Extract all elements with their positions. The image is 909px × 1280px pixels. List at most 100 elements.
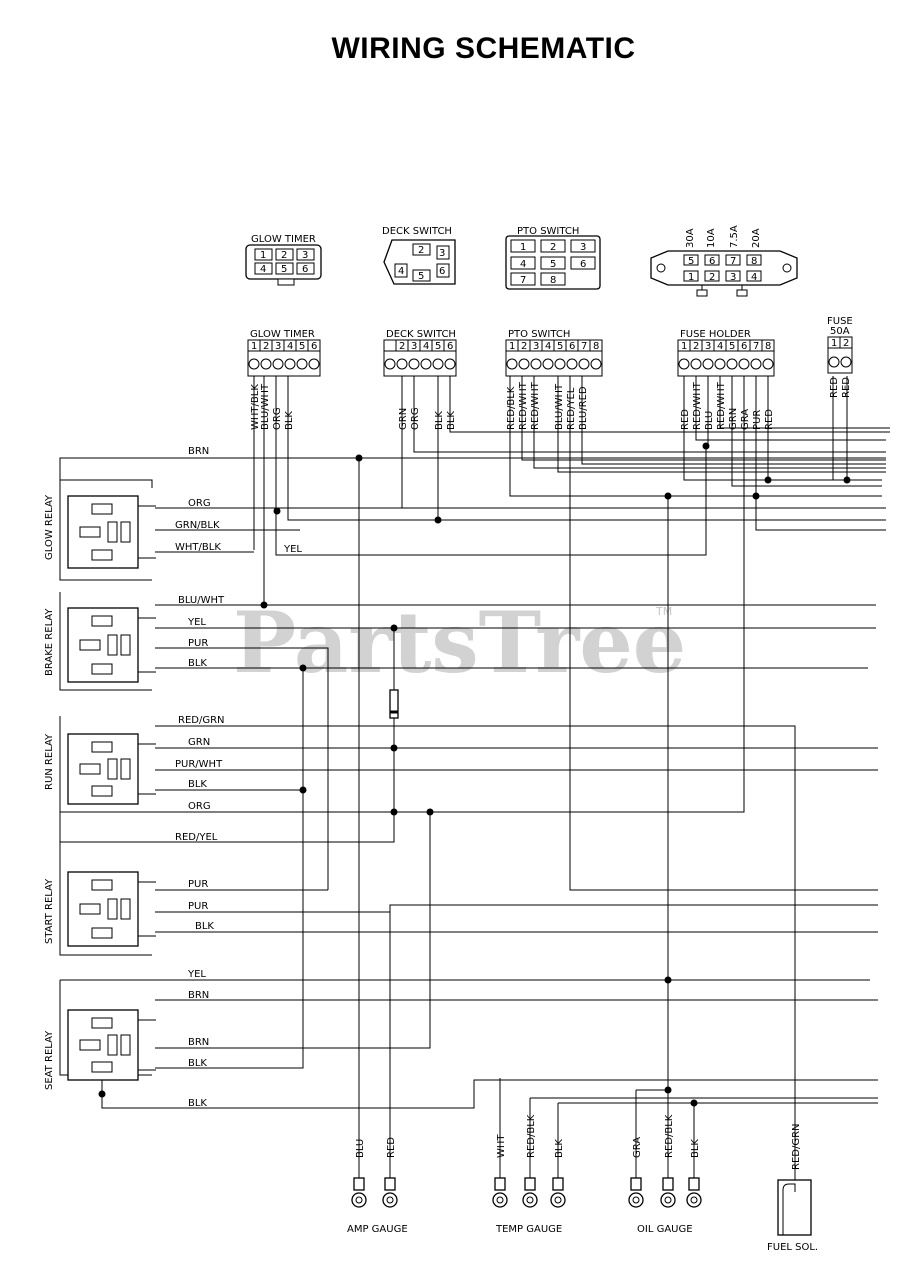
wire-label: PUR bbox=[188, 901, 208, 912]
pin-number: 1 bbox=[681, 341, 687, 352]
pin-number: 7 bbox=[753, 341, 759, 352]
run-relay-label: RUN RELAY bbox=[44, 733, 55, 790]
connector-wire-label: RED/WHT bbox=[518, 381, 529, 430]
fuse-face-pin: 5 bbox=[688, 256, 694, 267]
glow-face-pin: 4 bbox=[260, 264, 266, 275]
pin-number: 6 bbox=[741, 341, 747, 352]
deck-face-pin: 2 bbox=[418, 245, 424, 256]
wire-label: YEL bbox=[187, 617, 206, 628]
pin-number: 2 bbox=[843, 338, 849, 349]
wire-label: GRN bbox=[188, 737, 210, 748]
fuse-face-pin: 2 bbox=[709, 272, 715, 283]
wire-label: ORG bbox=[188, 801, 211, 812]
pin-number: 4 bbox=[287, 341, 293, 352]
pin-number: 2 bbox=[399, 341, 405, 352]
connector-wire-label: BLK bbox=[446, 411, 457, 430]
pto-switch-face: PTO SWITCH 1 2 3 4 5 6 7 8 bbox=[505, 226, 601, 290]
wire-label: PUR bbox=[188, 638, 208, 649]
gauge-wire-label: RED bbox=[386, 1137, 397, 1158]
fuel-solenoid: RED/GRN FUEL SOL. bbox=[767, 1123, 818, 1253]
glow-face-pin: 2 bbox=[281, 250, 287, 261]
watermark-text: PartsTree bbox=[233, 593, 686, 692]
glow-face-pin: 3 bbox=[302, 250, 308, 261]
pto-switch-block-label: PTO SWITCH bbox=[508, 329, 570, 340]
wire-label: WHT/BLK bbox=[175, 542, 221, 553]
wire-label: PUR/WHT bbox=[175, 759, 223, 770]
fuse-face-pin: 6 bbox=[709, 256, 715, 267]
start-relay: START RELAY bbox=[44, 871, 156, 947]
connector-wire-label: BLK bbox=[434, 411, 445, 430]
wire-label: BRN bbox=[188, 1037, 209, 1048]
fuse-rating: 10A bbox=[706, 228, 717, 248]
deck-face-pin: 5 bbox=[418, 271, 424, 282]
connector-wire-label: BLU/WHT bbox=[554, 383, 565, 430]
gauge-wire-label: RED/BLK bbox=[664, 1114, 675, 1158]
gauge-wire-label: BLK bbox=[554, 1139, 565, 1158]
connector-wire-label: RED bbox=[764, 409, 775, 430]
wire-label: BRN bbox=[188, 446, 209, 457]
connector-wire-label: BLU/WHT bbox=[260, 383, 271, 430]
pin-number: 5 bbox=[729, 341, 735, 352]
pin-number: 6 bbox=[447, 341, 453, 352]
deck-face-pin: 6 bbox=[439, 266, 445, 277]
gauge-wire-label: BLK bbox=[690, 1139, 701, 1158]
wire-label: BLU/WHT bbox=[178, 595, 225, 606]
gauge-wire-label: BLU bbox=[355, 1139, 366, 1158]
fuse-rating: 7.5A bbox=[729, 225, 740, 248]
wire-label: PUR bbox=[188, 879, 208, 890]
glow-relay-label: GLOW RELAY bbox=[44, 494, 55, 560]
fuse-holder-block-label: FUSE HOLDER bbox=[680, 329, 751, 340]
pin-number: 5 bbox=[435, 341, 441, 352]
connector-wire-label: BLK bbox=[284, 411, 295, 430]
connector-wire-label: BLU bbox=[704, 411, 715, 430]
pin-number: 3 bbox=[275, 341, 281, 352]
connector-wire-label: RED/BLK bbox=[506, 386, 517, 430]
wire-label: BLK bbox=[188, 779, 207, 790]
amp-gauge: BLU RED AMP GAUGE bbox=[347, 1137, 408, 1235]
pto-face-pin: 7 bbox=[520, 275, 526, 286]
deck-switch-block-label: DECK SWITCH bbox=[386, 329, 456, 340]
pto-face-pin: 5 bbox=[550, 259, 556, 270]
pto-face-pin: 8 bbox=[550, 275, 556, 286]
fuse-holder-face: 30A 10A 7.5A 20A 5 6 7 8 1 2 3 4 bbox=[650, 225, 798, 297]
connector-wire-label: GRA bbox=[740, 409, 751, 430]
glow-face-pin: 1 bbox=[260, 250, 266, 261]
deck-face-pin: 3 bbox=[439, 248, 445, 259]
fuse-face-pin: 4 bbox=[751, 272, 757, 283]
fuse-face-pin: 8 bbox=[751, 256, 757, 267]
connector-wire-label: RED/YEL bbox=[566, 387, 577, 430]
wire-label: GRN/BLK bbox=[175, 520, 220, 531]
fuse-rating-50a: 50A bbox=[830, 326, 850, 337]
wire-network bbox=[59, 376, 890, 1180]
connector-wire-label: RED/WHT bbox=[716, 381, 727, 430]
pin-number: 5 bbox=[557, 341, 563, 352]
fuse-face-pin: 1 bbox=[688, 272, 694, 283]
wire-label: BLK bbox=[188, 658, 207, 669]
pin-number: 1 bbox=[509, 341, 515, 352]
pin-number: 4 bbox=[545, 341, 551, 352]
pto-face-pin: 2 bbox=[550, 242, 556, 253]
brake-relay-label: BRAKE RELAY bbox=[44, 608, 55, 676]
pin-number: 7 bbox=[581, 341, 587, 352]
wire-label: BRN bbox=[188, 990, 209, 1001]
pto-face-pin: 6 bbox=[580, 259, 586, 270]
pin-number: 5 bbox=[299, 341, 305, 352]
wire-label: BLK bbox=[195, 921, 214, 932]
pin-number: 1 bbox=[831, 338, 837, 349]
glow-relay: GLOW RELAY bbox=[44, 494, 156, 569]
pin-number: 3 bbox=[533, 341, 539, 352]
pin-number: 8 bbox=[765, 341, 771, 352]
run-relay: RUN RELAY bbox=[44, 733, 156, 805]
amp-gauge-label: AMP GAUGE bbox=[347, 1224, 408, 1235]
seat-relay: SEAT RELAY bbox=[44, 1009, 156, 1090]
fuse-face-pin: 7 bbox=[730, 256, 736, 267]
